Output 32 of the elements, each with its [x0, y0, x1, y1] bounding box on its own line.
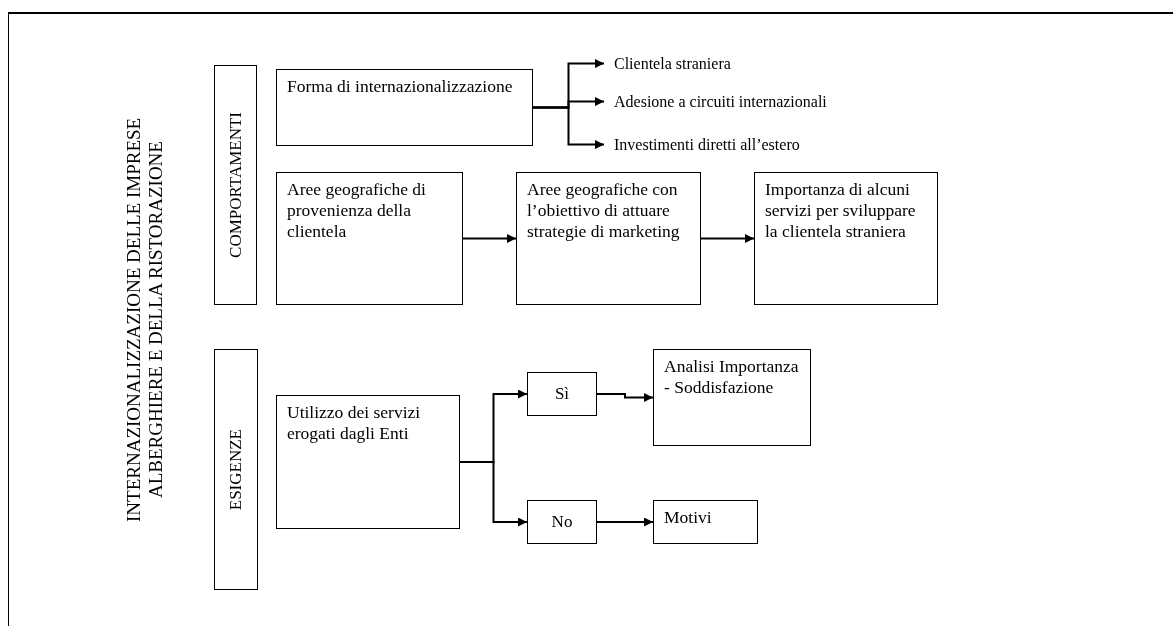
arrow [462, 234, 517, 243]
section-title: COMPORTAMENTI [225, 112, 246, 258]
arrow [532, 106, 605, 150]
answer-text: No [551, 512, 573, 532]
process-box [754, 172, 938, 305]
box-text: Motivi [664, 507, 713, 528]
section-title: ESIGENZE [226, 428, 246, 511]
decision-box [527, 500, 597, 544]
answer-text: Sì [554, 384, 570, 404]
box-text: Aree geografiche di provenienza della clientela [287, 179, 427, 242]
process-box [653, 349, 811, 446]
arrow [459, 461, 528, 527]
box-text: Utilizzo dei servizi erogati dagli Enti [287, 402, 422, 444]
process-box [276, 172, 463, 305]
box-text: Analisi Importanza - Soddisfazione [664, 356, 800, 398]
outcome-text: Investimenti diretti all’estero [614, 135, 800, 155]
process-box [653, 500, 758, 544]
arrow [596, 517, 654, 527]
outcome-text: Clientela straniera [614, 54, 731, 74]
box-text: Forma di internazionalizzazione [287, 76, 514, 97]
box-text: Importanza di alcuni servizi per sviluppare la clientela straniera [765, 179, 917, 242]
process-box [276, 395, 460, 529]
arrow [700, 234, 755, 243]
outcome-text: Adesione a circuiti internazionali [614, 92, 827, 112]
decision-box [527, 372, 597, 416]
process-box [276, 69, 533, 146]
vertical-title: INTERNAZIONALIZZAZIONE DELLE IMPRESE ALBERGHIERE E DELLA RISTORAZIONE [123, 116, 167, 525]
section-label [214, 65, 257, 305]
arrow [596, 393, 654, 402]
box-text: Aree geografiche con l’obiettivo di attuare strategie di marketing [527, 179, 681, 242]
process-box [516, 172, 701, 305]
section-label [214, 349, 258, 590]
